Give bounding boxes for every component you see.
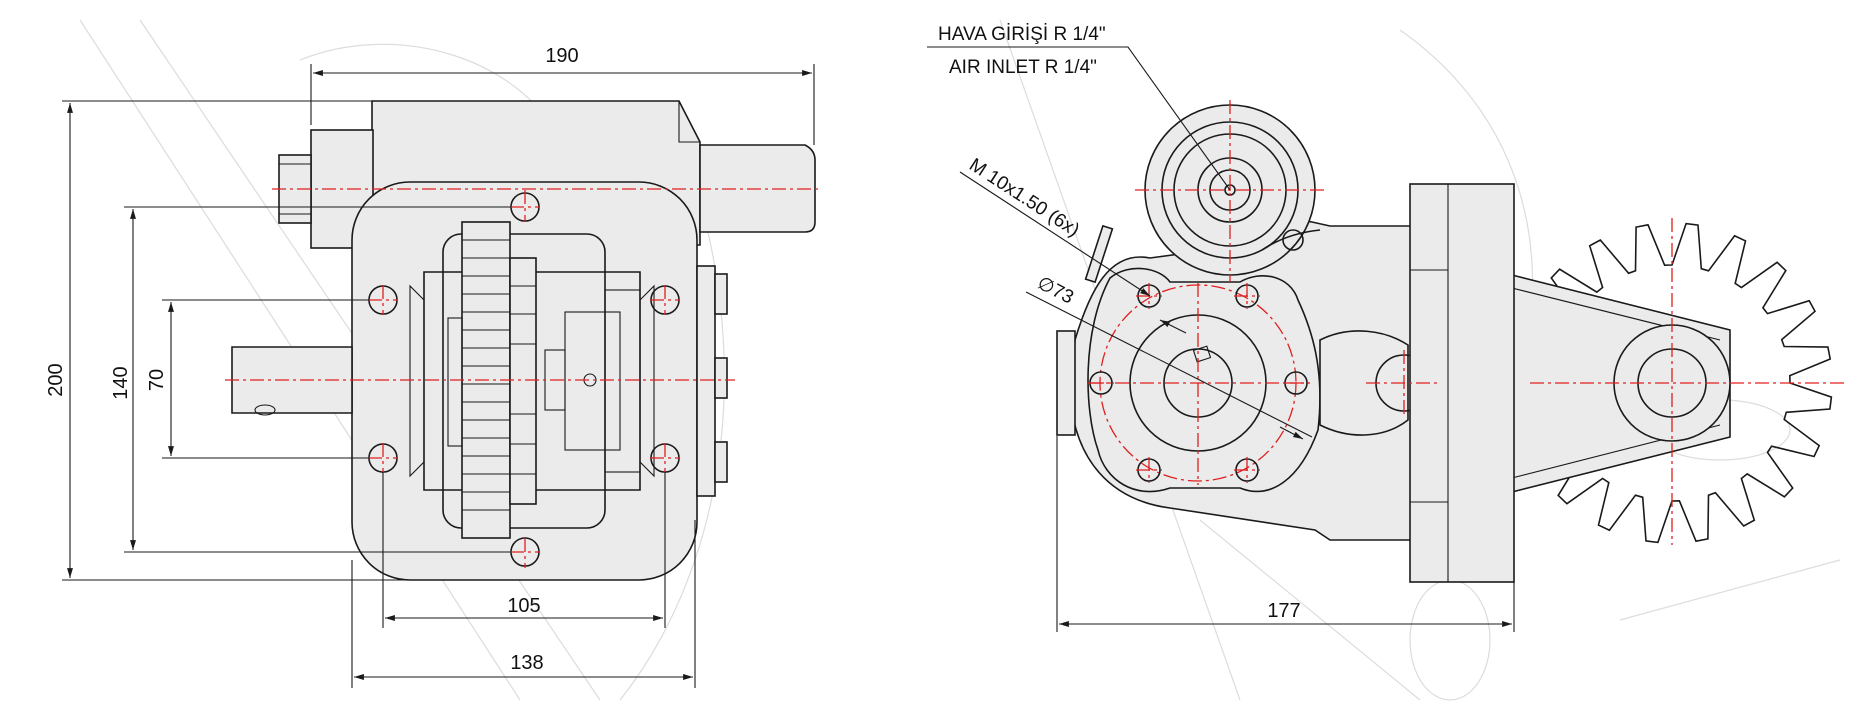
bolt-circle-label: ∅73 bbox=[1034, 273, 1077, 309]
dim-140: 140 bbox=[110, 366, 132, 399]
front-view-dimensions: 190 200 140 70 105 138 bbox=[45, 45, 815, 688]
dim-105: 105 bbox=[507, 595, 540, 617]
front-view bbox=[225, 100, 820, 581]
side-bolts bbox=[696, 265, 728, 497]
thread-label: M 10x1.50 (6x) bbox=[965, 155, 1083, 242]
dim-70: 70 bbox=[146, 369, 168, 391]
air-inlet-label-tr: HAVA GİRİŞİ R 1/4" bbox=[938, 24, 1106, 45]
dim-190: 190 bbox=[545, 45, 578, 67]
dim-177: 177 bbox=[1267, 600, 1300, 622]
side-view bbox=[927, 46, 1845, 583]
input-shaft bbox=[231, 346, 353, 414]
dim-200: 200 bbox=[45, 363, 67, 396]
dim-138: 138 bbox=[510, 652, 543, 674]
air-inlet-label-en: AIR INLET R 1/4" bbox=[949, 57, 1097, 78]
